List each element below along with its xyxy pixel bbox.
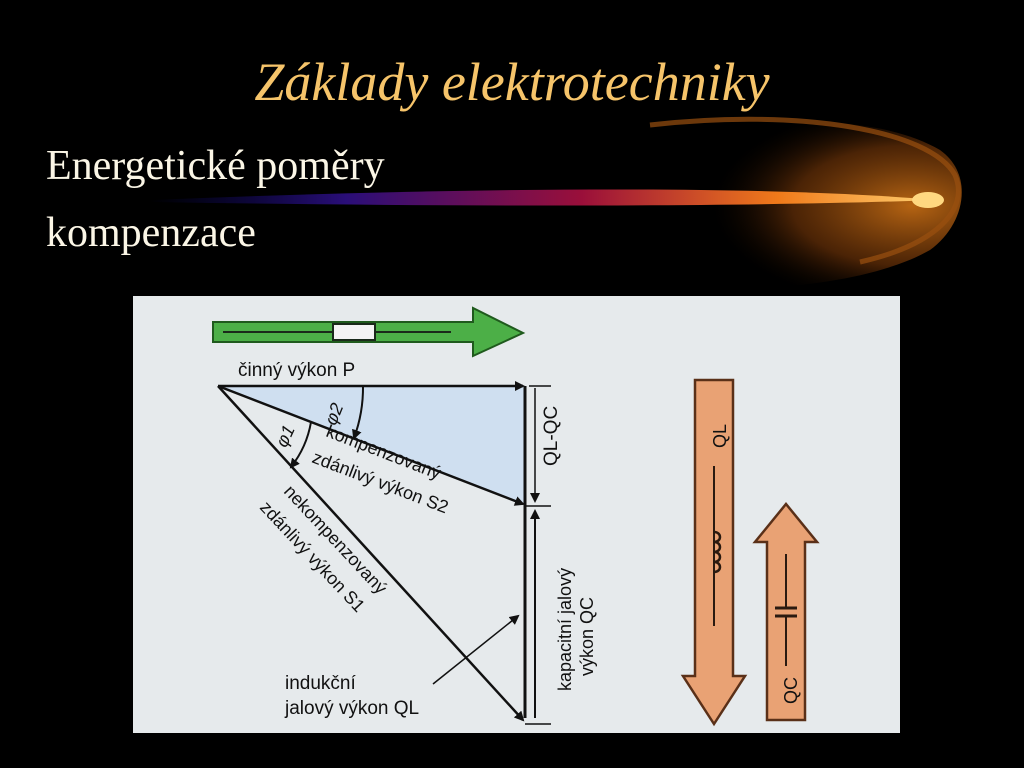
power-triangle-diagram: činný výkon P φ2 φ1 QL-QC kompenzovaný z… [212, 306, 820, 727]
inductor-icon [713, 530, 722, 574]
inductive-label-1: indukční [285, 673, 356, 694]
qc-arrow-label: QC [781, 677, 801, 704]
swoosh-ring [649, 116, 961, 265]
slide-title: Základy elektrotechniky [254, 52, 770, 112]
ql-qc-label: QL-QC [541, 406, 562, 466]
swoosh-head [912, 192, 944, 208]
slide-subtitle-line1: Energetické poměry [46, 143, 385, 189]
phi1-label: φ1 [272, 422, 299, 450]
active-power-label: činný výkon P [238, 360, 355, 381]
inductive-label-2: jalový výkon QL [284, 698, 419, 719]
phi2-arc [352, 385, 365, 440]
swoosh-glow [630, 121, 962, 290]
capacitive-label-1: kapacitní jalový [555, 568, 575, 691]
s2-vector [217, 384, 525, 506]
slide-subtitle-line2: kompenzace [46, 210, 256, 256]
swoosh-streak [150, 189, 935, 206]
power-triangle-figure: činný výkon P φ2 φ1 QL-QC kompenzovaný z… [133, 296, 900, 733]
ql-arrow-label: QL [710, 424, 730, 448]
phi1-arc [289, 421, 312, 469]
inductive-leader [432, 614, 520, 685]
s1-vector [217, 385, 525, 722]
resistor-icon [332, 323, 376, 341]
qc-arrow [752, 502, 820, 722]
capacitive-label-2: výkon QC [577, 597, 597, 676]
